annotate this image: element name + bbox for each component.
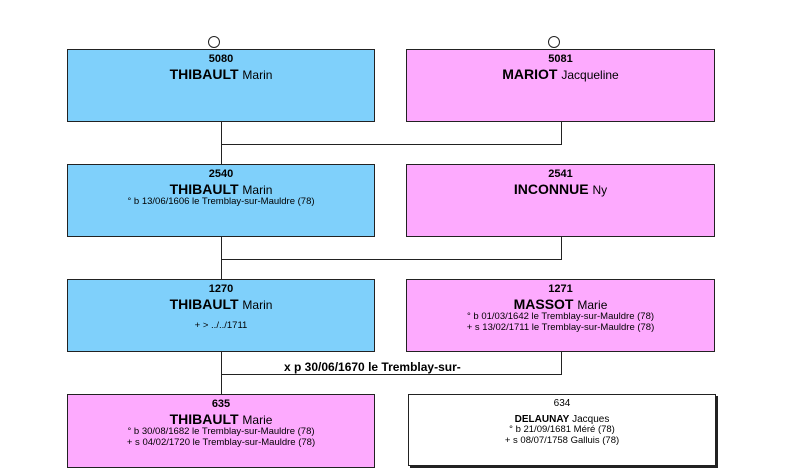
- surname: INCONNUE: [513, 180, 589, 197]
- person-name: THIBAULT Marie: [68, 411, 374, 428]
- sosa-number: 2540: [208, 168, 234, 180]
- connector-line: [561, 122, 562, 144]
- given-name: Ny: [592, 182, 608, 197]
- given-name: Marin: [242, 297, 273, 312]
- surname: THIBAULT: [169, 410, 239, 427]
- person-card-2540[interactable]: 2540 THIBAULT Marin ° b 13/06/1606 le Tr…: [67, 164, 375, 237]
- person-name: THIBAULT Marin: [68, 296, 374, 313]
- person-card-635[interactable]: 635 THIBAULT Marie ° b 30/08/1682 le Tre…: [67, 394, 375, 468]
- surname: THIBAULT: [169, 180, 239, 197]
- marriage-label: x p 30/06/1670 le Tremblay-sur-: [284, 360, 461, 374]
- person-card-1270[interactable]: 1270 THIBAULT Marin + > ../../1711: [67, 279, 375, 352]
- surname: MASSOT: [513, 295, 574, 312]
- spouse-card-634[interactable]: 634 DELAUNAY Jacques ° b 21/09/1681 Méré…: [408, 394, 716, 466]
- sosa-number: 634: [553, 398, 571, 409]
- given-name: Marie: [242, 412, 273, 427]
- person-name: THIBAULT Marin: [68, 66, 374, 83]
- person-card-5080[interactable]: 5080 THIBAULT Marin: [67, 49, 375, 122]
- given-name: Marie: [577, 297, 608, 312]
- surname: MARIOT: [502, 65, 558, 82]
- given-name: Marin: [242, 67, 273, 82]
- person-name: MASSOT Marie: [407, 296, 714, 313]
- person-name: INCONNUE Ny: [407, 181, 714, 198]
- couple-connector-line: [221, 144, 562, 145]
- couple-connector-line: [221, 374, 562, 375]
- sosa-number: 1270: [208, 283, 234, 295]
- surname: THIBAULT: [169, 65, 239, 82]
- sosa-number: 1271: [548, 283, 573, 295]
- person-card-2541[interactable]: 2541 INCONNUE Ny: [406, 164, 715, 237]
- connector-line: [561, 237, 562, 259]
- given-name: Jacques: [572, 413, 610, 425]
- connector-line: [221, 122, 222, 164]
- sosa-number: 5081: [548, 53, 573, 65]
- given-name: Marin: [242, 182, 273, 197]
- couple-connector-line: [221, 259, 562, 260]
- baptism-detail: ° b 30/08/1682 le Tremblay-sur-Mauldre (…: [127, 426, 315, 438]
- baptism-detail: ° b 21/09/1681 Méré (78): [509, 424, 615, 435]
- baptism-detail: ° b 13/06/1606 le Tremblay-sur-Mauldre (…: [127, 196, 315, 208]
- sosa-number: 2541: [548, 168, 573, 180]
- person-card-5081[interactable]: 5081 MARIOT Jacqueline: [406, 49, 715, 122]
- burial-detail: + s 13/02/1711 le Tremblay-sur-Mauldre (…: [466, 322, 655, 334]
- person-name: DELAUNAY Jacques: [409, 414, 715, 426]
- connector-line: [221, 352, 222, 394]
- surname: DELAUNAY: [514, 413, 570, 425]
- burial-detail: + s 04/02/1720 le Tremblay-sur-Mauldre (…: [126, 437, 316, 449]
- person-card-1271[interactable]: 1271 MASSOT Marie ° b 01/03/1642 le Trem…: [406, 279, 715, 352]
- connector-line: [221, 237, 222, 279]
- sosa-number: 5080: [208, 53, 234, 65]
- person-name: THIBAULT Marin: [68, 181, 374, 198]
- baptism-detail: ° b 01/03/1642 le Tremblay-sur-Mauldre (…: [466, 311, 655, 323]
- burial-detail: + s 08/07/1758 Galluis (78): [504, 434, 620, 446]
- person-name: MARIOT Jacqueline: [407, 66, 714, 83]
- connector-line: [561, 352, 562, 374]
- sosa-number: 635: [211, 398, 231, 410]
- surname: THIBAULT: [169, 295, 239, 312]
- given-name: Jacqueline: [561, 67, 619, 82]
- death-detail: + > ../../1711: [194, 320, 248, 332]
- expand-ancestors-circle-icon[interactable]: [208, 36, 220, 48]
- expand-ancestors-circle-icon[interactable]: [548, 36, 560, 48]
